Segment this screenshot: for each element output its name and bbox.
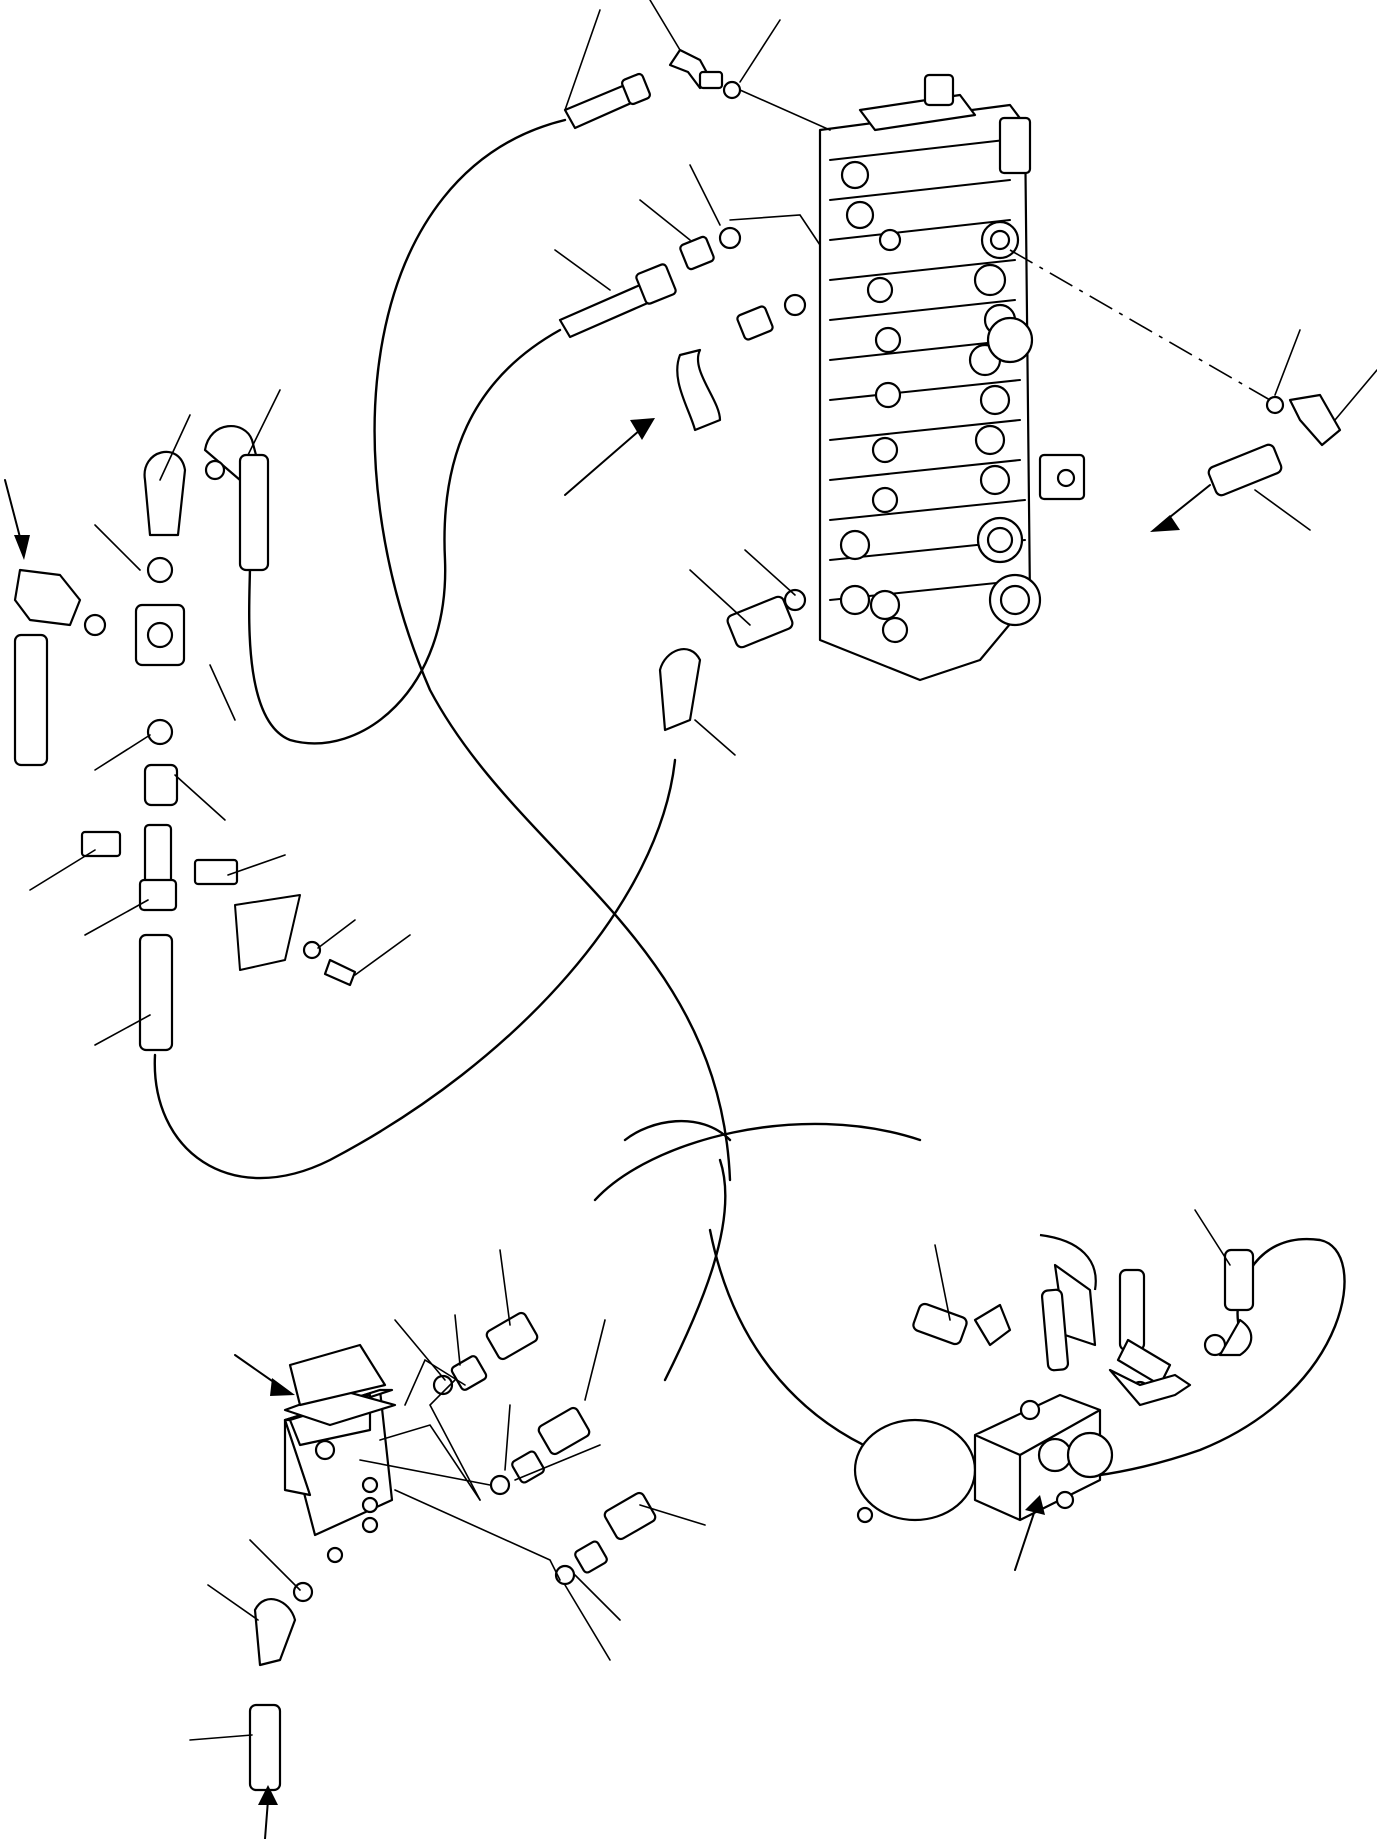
arrows [4, 418, 1211, 1839]
fitting-mid-right [658, 588, 807, 732]
control-valve [818, 73, 1086, 682]
fitting-upper-elbow-dashed [676, 293, 807, 432]
fitting-upper-straight-2 [558, 226, 742, 339]
left-clamp-parts [80, 830, 357, 987]
pedal-valve [283, 1343, 397, 1564]
pedal-bottom-elbow [248, 1581, 314, 1792]
fitting-top-straight [563, 72, 651, 130]
leader-lines [29, 0, 1377, 1741]
accumulator-assembly [853, 1233, 1255, 1524]
left-side-elbow [13, 568, 107, 767]
fitting-top-elbow [668, 48, 742, 100]
fitting-right-elbow [1207, 393, 1342, 497]
left-tee-assembly [134, 425, 270, 1052]
bottom-center-fittings [432, 1311, 657, 1586]
connection-lines [359, 249, 1271, 1581]
hoses [153, 118, 1346, 1482]
valve-ports [839, 160, 1042, 644]
